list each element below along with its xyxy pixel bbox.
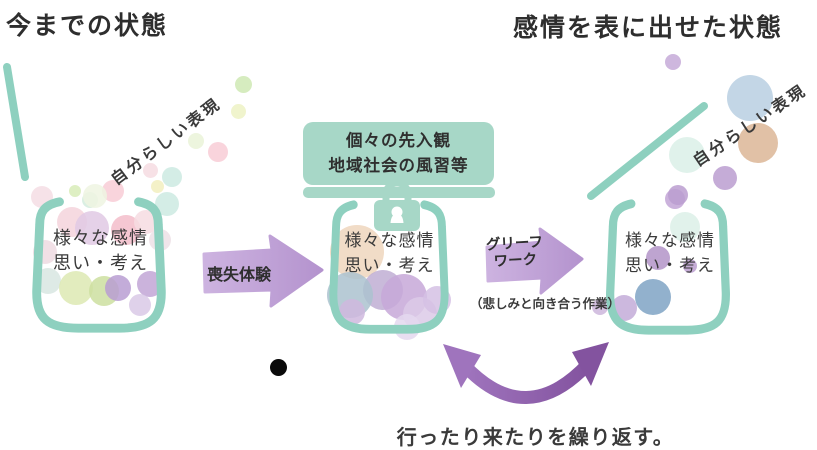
watercolor-dot-right-inside — [646, 246, 670, 270]
jar-right-content-text: 様々な感情 思い・考え — [600, 228, 740, 278]
watercolor-dot-left-escape — [188, 133, 204, 149]
watercolor-dot-right-inside — [670, 212, 700, 242]
watercolor-dot-right-inside — [683, 259, 697, 273]
lid-bar — [303, 187, 495, 198]
watercolor-dot-left-escape — [150, 179, 164, 193]
watercolor-dot-left-inside — [83, 184, 107, 208]
jar-left — [32, 197, 166, 333]
jar-middle-content-text: 様々な感情 思い・考え — [322, 228, 457, 278]
watercolor-dot-left-escape — [208, 142, 228, 162]
watercolor-dot-right-escape — [738, 123, 778, 163]
jar-left-content-text: 様々な感情 思い・考え — [28, 226, 173, 276]
watercolor-dot-left-escape — [230, 103, 246, 119]
jar-middle-content-line2: 思い・考え — [344, 256, 435, 275]
grief-arrow-label-line2: ワーク — [493, 251, 538, 271]
jar-middle-content-line1: 様々な感情 — [344, 231, 435, 250]
lock-icon — [374, 179, 420, 231]
cycle-caption: 行ったり来たりを繰り返す。 — [396, 427, 675, 449]
watercolor-dot-right-escape — [669, 137, 705, 173]
watercolor-dot-left-inside — [75, 211, 109, 245]
watercolor-dot-right-escape — [713, 166, 737, 190]
jar-right-content-line2: 思い・考え — [625, 256, 715, 275]
lid-label-line2: 地域社会の風習等 — [328, 157, 469, 175]
grief-arrow-caption: （悲しみと向き合う作業） — [469, 297, 620, 311]
jar-right — [606, 199, 730, 335]
cycle-arrow — [443, 342, 609, 404]
grief-arrow — [485, 227, 584, 295]
watercolor-dot-right-inside — [635, 279, 671, 315]
watercolor-dot-right-escape — [668, 185, 688, 205]
loss-arrow — [202, 234, 324, 308]
watercolor-dot-left-escape — [102, 180, 124, 202]
jar-left-open-lid — [3, 63, 29, 181]
jar-middle — [329, 200, 449, 334]
title-expressed-state: 感情を表に出せた状態 — [513, 14, 784, 42]
title-before-state: 今までの状態 — [6, 12, 169, 40]
watercolor-dot-left-inside — [105, 275, 131, 301]
watercolor-dot-left-escape — [69, 185, 81, 197]
watercolor-dot-right-inside — [592, 299, 608, 315]
watercolor-dot-right-escape — [727, 75, 773, 121]
bullet-dot — [270, 359, 287, 376]
jar-left-content-line1: 様々な感情 — [53, 228, 148, 248]
lid-label-box: 個々の先入観 地域社会の風習等 — [303, 122, 494, 185]
watercolor-dot-left-inside — [129, 294, 151, 316]
watercolor-dot-left-inside — [59, 271, 93, 305]
watercolor-dot-left-escape — [162, 167, 182, 187]
watercolor-dot-left-escape — [234, 75, 252, 93]
watercolor-dot-right-escape — [665, 54, 681, 70]
jar-right-open-lid — [587, 102, 708, 200]
jar-right-content-line1: 様々な感情 — [625, 231, 715, 250]
jar-left-content-line2: 思い・考え — [53, 253, 148, 273]
watercolor-dot-left-escape — [142, 162, 158, 178]
grief-arrow-label: グリーフ ワーク — [483, 234, 547, 271]
lid-label-line1: 個々の先入観 — [346, 132, 451, 150]
loss-arrow-label: 喪失体験 — [206, 267, 271, 284]
